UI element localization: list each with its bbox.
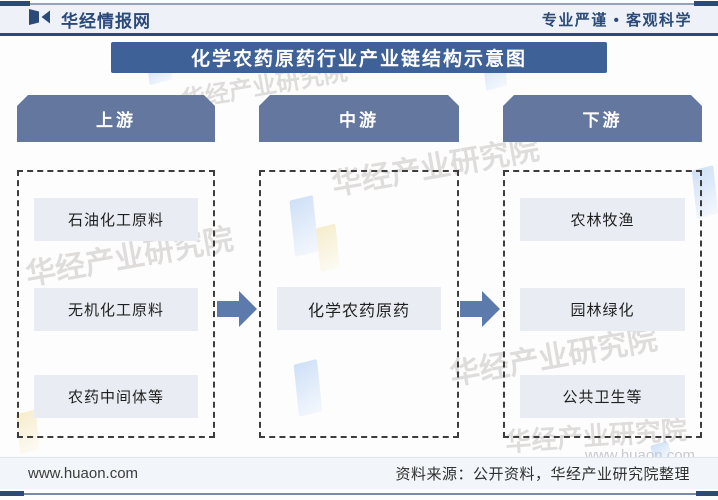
upstream-item: 无机化工原料 [34, 288, 198, 331]
downstream-item: 公共卫生等 [520, 375, 685, 418]
header-divider [0, 33, 718, 36]
site-header: 华经情报网 专业严谨 • 客观科学 [0, 5, 718, 33]
downstream-item: 农林牧渔 [520, 198, 685, 241]
downstream-group: 农林牧渔 园林绿化 公共卫生等 [503, 170, 702, 438]
bottom-rule [0, 493, 718, 495]
bottom-left-cap [0, 491, 24, 496]
brand: 华经情报网 [26, 6, 151, 33]
downstream-item: 园林绿化 [520, 288, 685, 331]
column-header-upstream: 上游 [17, 95, 215, 142]
column-header-downstream: 下游 [503, 95, 702, 142]
page-title: 化学农药原药行业产业链结构示意图 [111, 42, 607, 73]
column-header-midstream: 中游 [259, 95, 459, 142]
midstream-item: 化学农药原药 [277, 287, 441, 330]
upstream-group: 石油化工原料 无机化工原料 农药中间体等 [17, 170, 215, 438]
top-left-cap [0, 1, 30, 6]
footer-source: 资料来源：公开资料，华经产业研究院整理 [395, 466, 690, 483]
upstream-item: 石油化工原料 [34, 198, 198, 241]
brand-name: 华经情报网 [61, 11, 151, 31]
upstream-item: 农药中间体等 [34, 375, 198, 418]
brand-logo-icon [26, 6, 52, 33]
brand-slogan: 专业严谨 • 客观科学 [541, 11, 692, 29]
right-arrow-icon [460, 290, 500, 328]
right-arrow-icon [217, 290, 257, 328]
top-rule [0, 3, 718, 5]
site-footer: www.huaon.com 资料来源：公开资料，华经产业研究院整理 [0, 457, 718, 489]
bottom-right-cap [696, 491, 718, 496]
midstream-group: 化学农药原药 [259, 170, 459, 438]
footer-website: www.huaon.com [28, 465, 139, 482]
top-right-cap [694, 1, 718, 6]
